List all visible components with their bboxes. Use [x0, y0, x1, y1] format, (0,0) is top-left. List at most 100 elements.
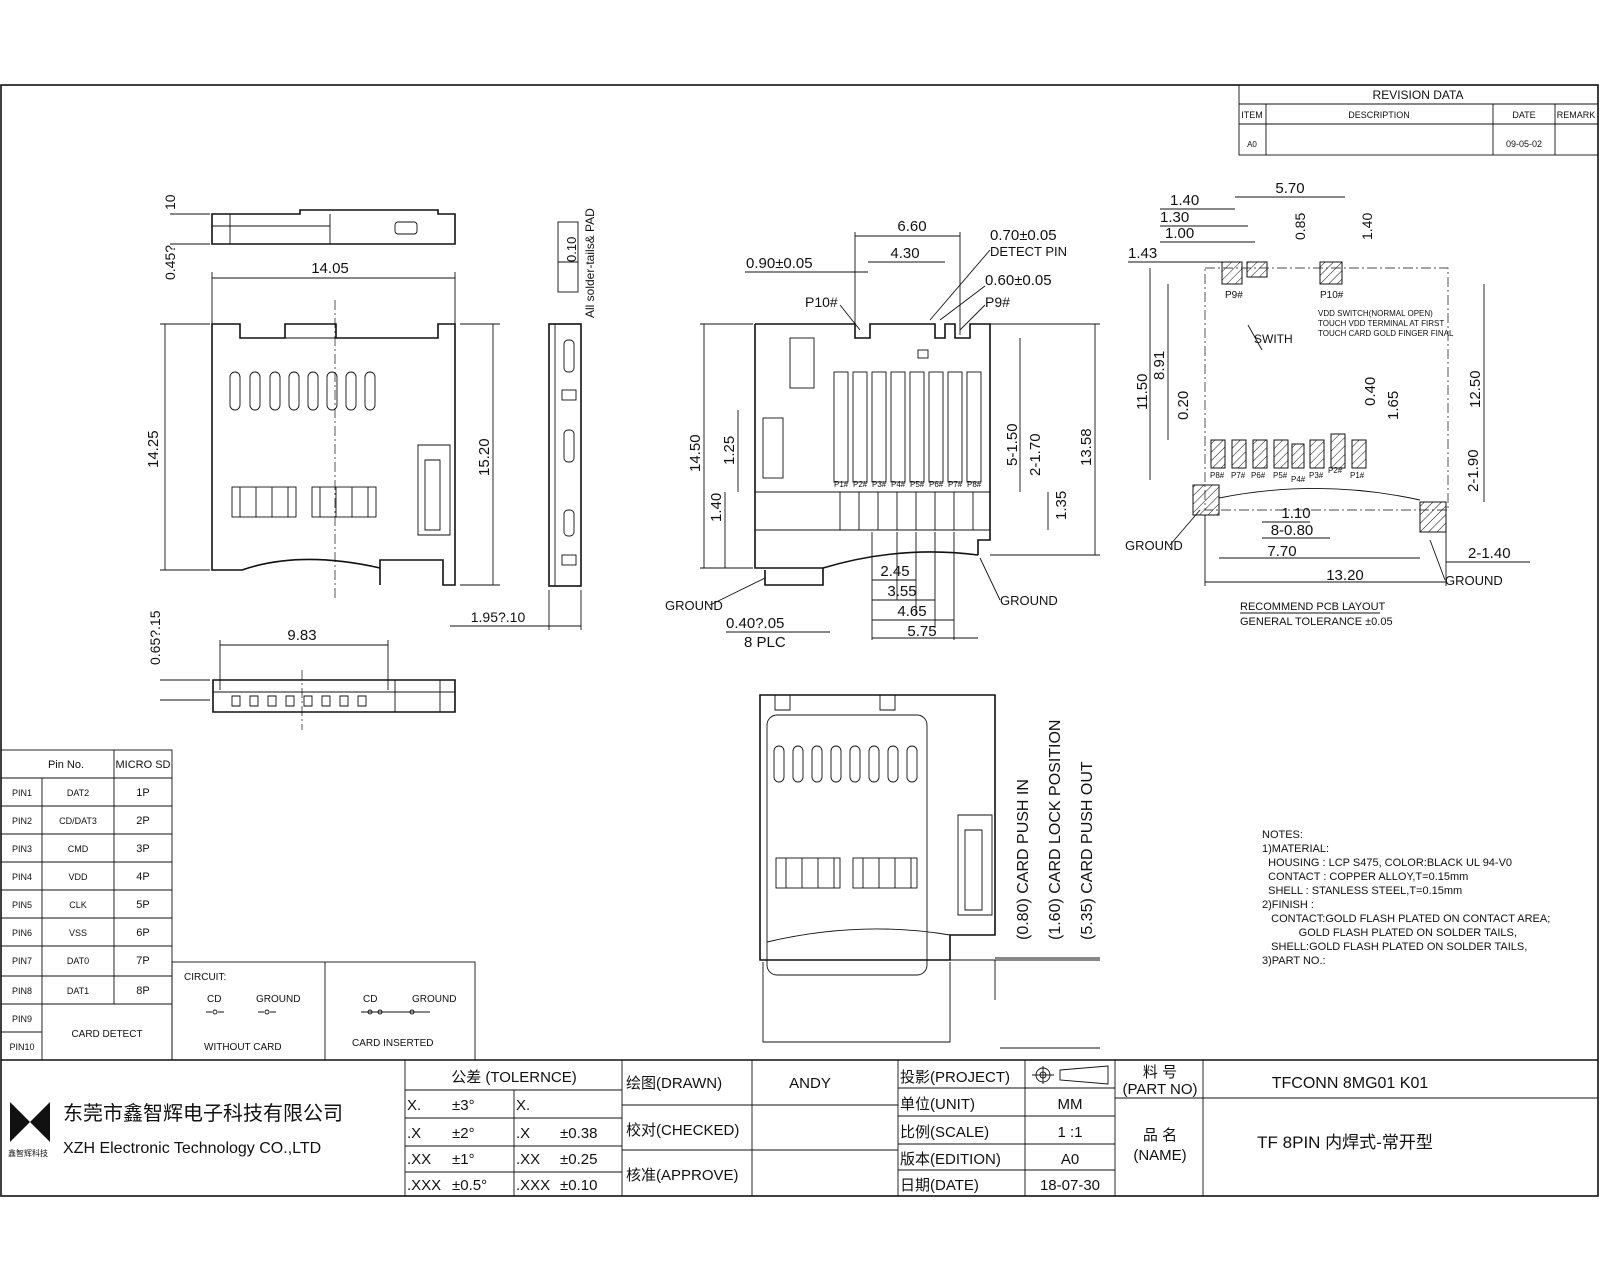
dim-center-0-90: 0.90±0.05	[746, 255, 813, 272]
pcb-pin-p6: P6#	[1251, 471, 1266, 480]
pcb-dim-0-40: 0.40	[1362, 377, 1379, 406]
edition-value: A0	[1061, 1151, 1079, 1168]
notes-line-6: CONTACT:GOLD FLASH PLATED ON CONTACT ARE…	[1262, 913, 1550, 925]
dim-profile-thickness: 0.10	[564, 237, 579, 262]
circuit-without-card: WITHOUT CARD	[204, 1042, 282, 1053]
card-push-out: (5.35) CARD PUSH OUT	[1079, 761, 1096, 940]
revision-item: A0	[1247, 140, 1257, 149]
dim-center-8-plc: 8 PLC	[744, 634, 786, 651]
pin-row-5-p: 5P	[136, 899, 149, 911]
pin-row-10-pin: PIN10	[9, 1042, 34, 1052]
pcb-dim-1-30: 1.30	[1160, 209, 1189, 226]
pcb-pin-p5: P5#	[1273, 471, 1288, 480]
tol-angle-x3-val: ±0.5°	[452, 1177, 487, 1194]
pcb-dim-13-20: 13.20	[1326, 567, 1364, 584]
circuit-cd-1: CD	[207, 994, 221, 1005]
part-no-label-en: (PART NO)	[1122, 1081, 1197, 1098]
tol-angle-x-val: ±3°	[452, 1097, 475, 1114]
part-no-label: 料 号	[1143, 1064, 1177, 1081]
sheet-border	[0, 84, 1599, 1197]
unit-value: MM	[1058, 1096, 1083, 1113]
pcb-pin-p7: P7#	[1231, 471, 1246, 480]
note-solder-tails: All solder-tails& PAD	[583, 208, 597, 318]
dim-center-4-30: 4.30	[890, 245, 919, 262]
dim-center-5-1-50: 5-1.50	[1004, 423, 1021, 466]
pcb-label-ground-left: GROUND	[1125, 538, 1183, 553]
pcb-note-line2: TOUCH VDD TERMINAL AT FIRST	[1318, 319, 1444, 328]
pin-row-5-signal: CLK	[69, 900, 87, 910]
circuit-cd-2: CD	[363, 994, 377, 1005]
drawn-value: ANDY	[789, 1075, 831, 1092]
pin-row-3-p: 3P	[136, 843, 149, 855]
dim-top-length-total: 15.20	[476, 438, 493, 476]
dim-center-1-25: 1.25	[721, 436, 738, 465]
pcb-dim-1-43: 1.43	[1128, 245, 1157, 262]
projection-symbol	[1032, 1065, 1109, 1085]
title-block: 鑫智辉科技 东莞市鑫智辉电子科技有限公司 XZH Electronic Tech…	[1, 1059, 1598, 1196]
notes-line-0: NOTES:	[1262, 829, 1303, 841]
pcb-dim-1-00: 1.00	[1165, 225, 1194, 242]
scale-label: 比例(SCALE)	[900, 1124, 989, 1141]
circuit-title: CIRCUIT:	[184, 972, 226, 983]
dim-side-thickness: 0.45?	[162, 245, 178, 280]
tol-angle-x1: .X	[407, 1125, 421, 1142]
pin-row-4-pin: PIN4	[12, 872, 32, 882]
pin-table-header-pin: Pin No.	[48, 759, 84, 771]
dim-center-1-40: 1.40	[708, 493, 725, 522]
pin-row-2-signal: CD/DAT3	[59, 816, 97, 826]
dim-center-2-1-70: 2-1.70	[1027, 433, 1044, 476]
pcb-note-line1: VDD SWITCH(NORMAL OPEN)	[1318, 309, 1433, 318]
revision-header-description: DESCRIPTION	[1348, 110, 1410, 120]
center-pin-p8: P8#	[967, 480, 982, 489]
pin-row-2-p: 2P	[136, 815, 149, 827]
dim-top-width: 14.05	[311, 260, 349, 277]
tol-lin-x1-val: ±0.38	[560, 1125, 597, 1142]
pin-row-2-pin: PIN2	[12, 816, 32, 826]
pin-row-1-pin: PIN1	[12, 788, 32, 798]
center-contacts	[833, 371, 982, 483]
pcb-pin-p1: P1#	[1350, 471, 1365, 480]
approve-label: 核准(APPROVE)	[626, 1167, 739, 1184]
pcb-dim-2-1-90: 2-1.90	[1465, 449, 1482, 492]
name-value: TF 8PIN 内焊式-常开型	[1257, 1133, 1433, 1152]
pcb-pin-p2: P2#	[1328, 466, 1343, 475]
pcb-ground-pad-left	[1192, 484, 1220, 516]
pin-row-6-signal: VSS	[69, 928, 87, 938]
dim-center-4-65: 4.65	[897, 603, 926, 620]
pcb-dim-5-70: 5.70	[1275, 180, 1304, 197]
revision-header-date: DATE	[1512, 110, 1535, 120]
dim-center-2-45: 2.45	[880, 563, 909, 580]
pcb-label-ground-right: GROUND	[1445, 573, 1503, 588]
dim-center-13-58: 13.58	[1078, 428, 1095, 466]
notes-line-9: 3)PART NO.:	[1262, 955, 1326, 967]
pin-row-5-pin: PIN5	[12, 900, 32, 910]
center-pin-p5: P5#	[910, 480, 925, 489]
top-view: 14.05 14.25 15.20	[145, 260, 500, 600]
dim-top-length: 14.25	[145, 430, 162, 468]
pcb-pin-p3: P3#	[1309, 471, 1324, 480]
pin-row-6-p: 6P	[136, 927, 149, 939]
tol-lin-x1: .X	[516, 1125, 530, 1142]
pcb-dim-1-65: 1.65	[1385, 391, 1402, 420]
pcb-dim-8-91: 8.91	[1151, 351, 1168, 380]
drawn-label: 绘图(DRAWN)	[626, 1075, 722, 1092]
tol-lin-x3: .XXX	[516, 1177, 550, 1194]
pin-row-8-pin: PIN8	[12, 986, 32, 996]
dim-bottom-width: 9.83	[287, 627, 316, 644]
notes-line-1: 1)MATERIAL:	[1262, 843, 1329, 855]
pin-row-7-p: 7P	[136, 955, 149, 967]
tol-angle-x3: .XXX	[407, 1177, 441, 1194]
pcb-ground-pad-right	[1419, 501, 1447, 533]
label-center-ground-left: GROUND	[665, 598, 723, 613]
pcb-dim-7-70: 7.70	[1267, 543, 1296, 560]
checked-label: 校对(CHECKED)	[626, 1122, 739, 1139]
pin-row-3-signal: CMD	[68, 844, 89, 854]
side-view-top: 0.45? 10	[162, 194, 456, 280]
card-lock-position: (1.60) CARD LOCK POSITION	[1047, 720, 1064, 941]
company-name-cn: 东莞市鑫智辉电子科技有限公司	[63, 1102, 343, 1125]
label-center-p9: P9#	[985, 294, 1010, 310]
dim-profile-height: 1.95?.10	[471, 609, 526, 625]
unit-label: 单位(UNIT)	[900, 1096, 975, 1113]
date-label: 日期(DATE)	[900, 1177, 979, 1194]
